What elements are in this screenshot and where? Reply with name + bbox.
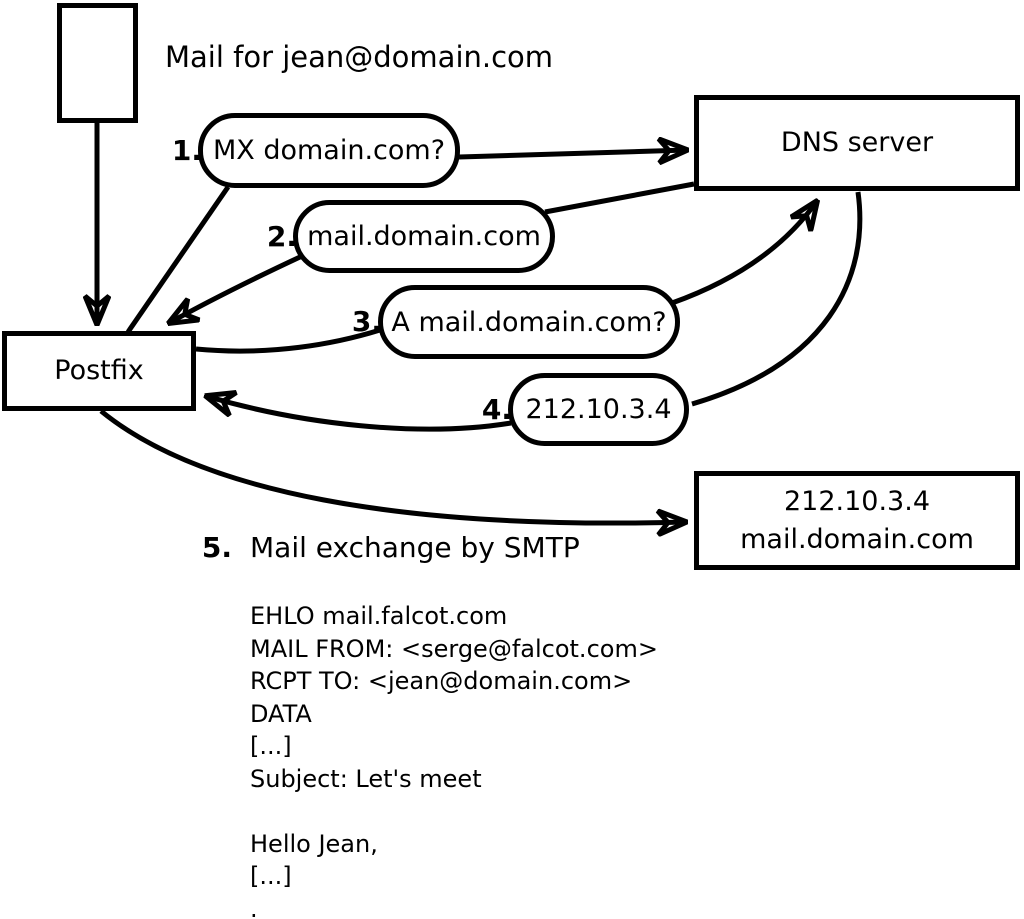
step-3-label: A mail.domain.com? [391, 306, 667, 338]
step-4-label: 212.10.3.4 [525, 394, 672, 425]
step-5-caption: 5. Mail exchange by SMTP [150, 531, 580, 564]
postfix-node: Postfix [2, 331, 196, 411]
step-5-number: 5. [201, 531, 232, 564]
smtp-line: . [250, 894, 258, 919]
arrow-query1-to-dns [458, 150, 687, 157]
step-1-number: 1. [171, 134, 202, 167]
arrow-smtp-to-mailserver [99, 409, 686, 523]
smtp-line: [...] [250, 732, 292, 760]
smtp-line [250, 795, 658, 828]
connector-dns-to-answer2 [544, 181, 695, 215]
mail-server-node: 212.10.3.4 mail.domain.com [694, 471, 1020, 570]
smtp-session-block: EHLO mail.falcot.com MAIL FROM: <serge@f… [250, 600, 658, 919]
connector-postfix-to-query1 [125, 185, 231, 334]
step-5-label: Mail exchange by SMTP [250, 531, 580, 564]
connector-dns-to-answer4 [691, 191, 863, 407]
mail-server-ip: 212.10.3.4 [784, 485, 930, 517]
smtp-line: [...] [250, 862, 292, 890]
step-2-number: 2. [266, 220, 297, 253]
smtp-line: MAIL FROM: <serge@falcot.com> [250, 634, 658, 663]
dns-server-label: DNS server [780, 126, 934, 158]
step-1-label: MX domain.com? [212, 135, 446, 166]
connector-postfix-to-query3 [195, 327, 381, 354]
envelope-icon [57, 3, 138, 123]
smtp-line: EHLO mail.falcot.com [250, 602, 508, 630]
step-3-bubble: A mail.domain.com? [378, 285, 680, 359]
arrow-answer4-to-postfix [206, 396, 512, 432]
step-2-bubble: mail.domain.com [293, 200, 555, 273]
mail-note: Mail for jean@domain.com [165, 40, 554, 74]
step-4-bubble: 212.10.3.4 [508, 373, 689, 446]
step-2-label: mail.domain.com [307, 221, 541, 252]
smtp-line: DATA [250, 699, 312, 728]
arrow-answer2-to-postfix [169, 254, 302, 323]
smtp-line: Subject: Let's meet [250, 764, 482, 793]
step-4-number: 4. [481, 393, 512, 426]
smtp-line: RCPT TO: <jean@domain.com> [250, 667, 633, 695]
mail-server-hostname: mail.domain.com [740, 523, 974, 555]
step-1-bubble: MX domain.com? [198, 113, 460, 188]
dns-server-node: DNS server [694, 95, 1020, 191]
smtp-line: Hello Jean, [250, 829, 378, 858]
arrow-query3-to-dns [671, 201, 817, 306]
step-3-number: 3. [351, 305, 382, 338]
postfix-label: Postfix [54, 354, 144, 386]
